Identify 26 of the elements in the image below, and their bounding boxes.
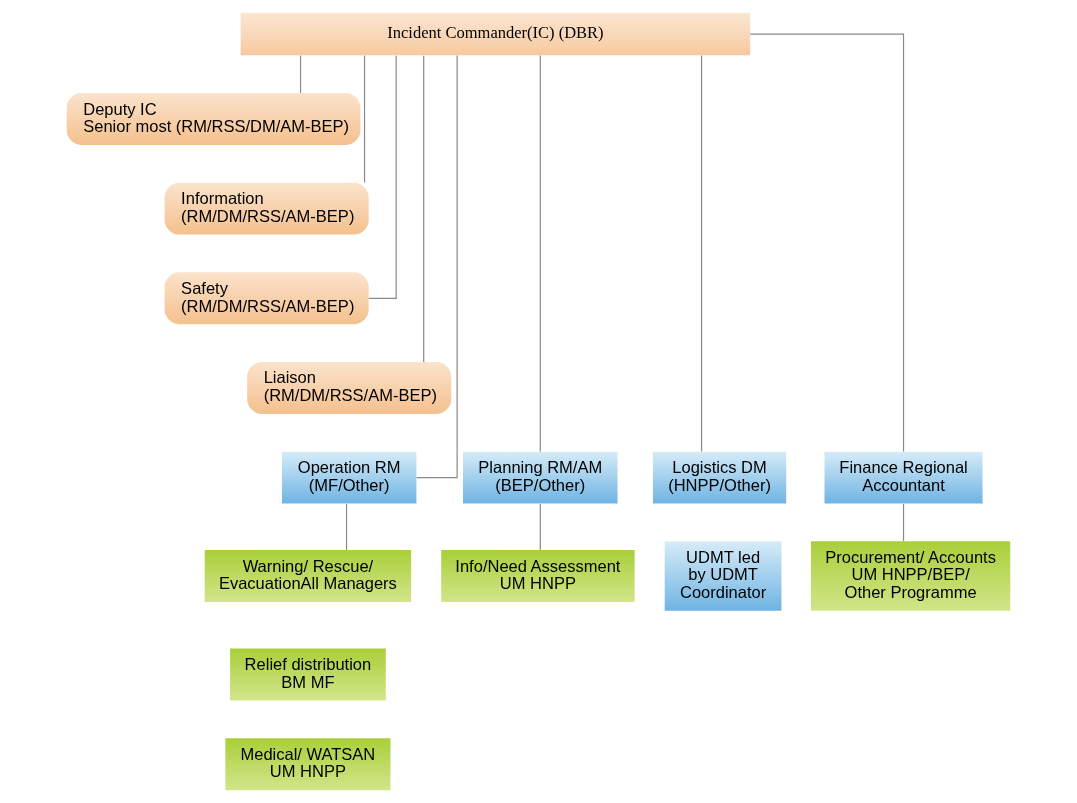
node-box: Relief distribution BM MF: [230, 648, 386, 701]
connector: [902, 503, 905, 542]
connector: [345, 503, 348, 551]
node-box: Information (RM/DM/RSS/AM-BEP): [164, 182, 369, 235]
node-box: Warning/ Rescue/ EvacuationAll Managers: [204, 550, 412, 602]
node-box: UDMT led by UDMT Coordinator: [664, 541, 782, 611]
connector: [539, 54, 541, 453]
node-box: Incident Commander(IC) (DBR): [240, 12, 751, 56]
node-box: Finance Regional Accountant: [824, 451, 983, 504]
node-box: Operation RM (MF/Other): [281, 451, 417, 504]
connector: [700, 54, 703, 453]
connector: [368, 55, 397, 299]
connector: [539, 503, 541, 551]
node-box: Medical/ WATSAN UM HNPP: [225, 738, 391, 791]
node-box: Procurement/ Accounts UM HNPP/BEP/ Other Programme: [810, 541, 1011, 611]
connector: [299, 54, 302, 94]
connector: [749, 33, 905, 453]
connector: [423, 55, 425, 363]
node-box: Logistics DM (HNPP/Other): [652, 451, 787, 504]
connector: [363, 54, 366, 184]
node-box: Info/Need Assessment UM HNPP: [441, 550, 635, 602]
connector: [416, 54, 458, 479]
node-box: Planning RM/AM (BEP/Other): [463, 451, 618, 504]
node-box: Safety (RM/DM/RSS/AM-BEP): [164, 272, 369, 325]
node-box: Deputy IC Senior most (RM/RSS/DM/AM-BEP): [66, 93, 361, 145]
node-box: Liaison (RM/DM/RSS/AM-BEP): [247, 362, 452, 414]
